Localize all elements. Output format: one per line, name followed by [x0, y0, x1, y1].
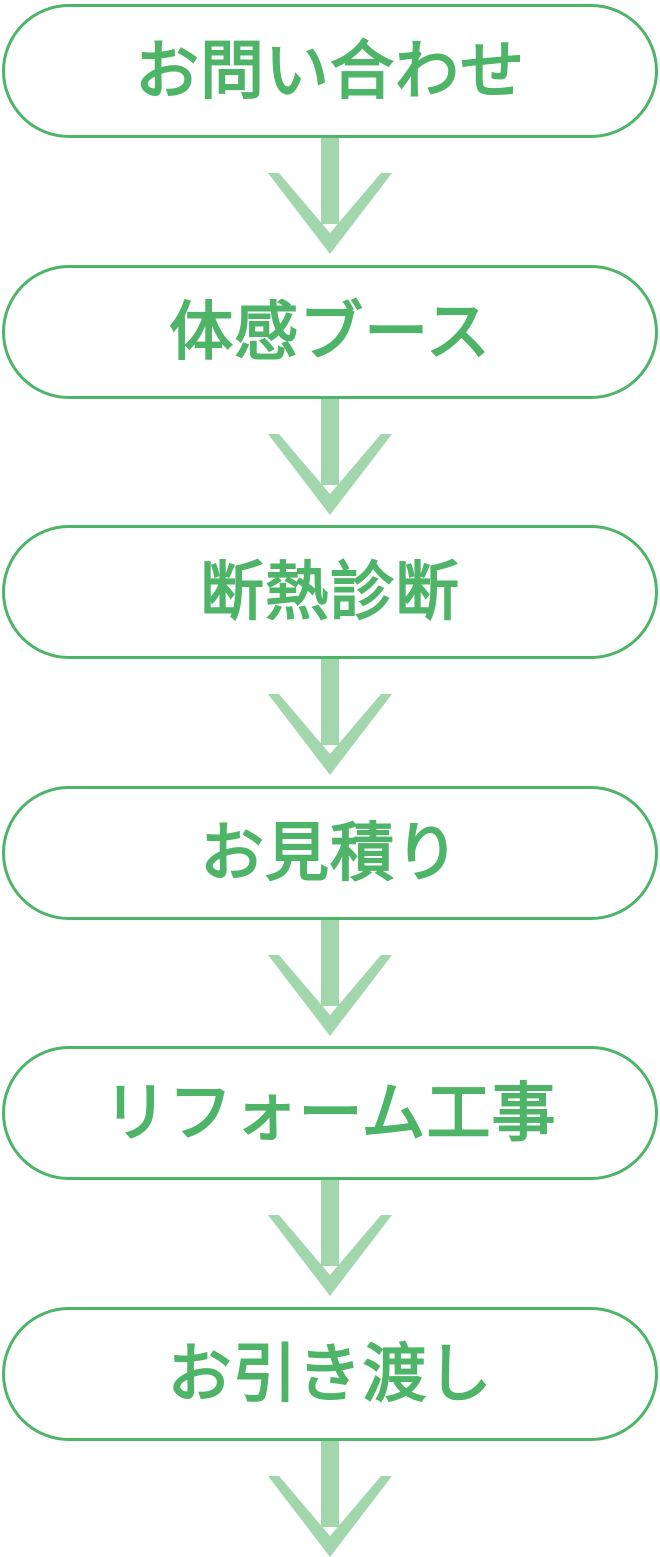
down-arrow-icon: [268, 659, 392, 775]
flow-step-inquiry: お問い合わせ: [0, 4, 660, 265]
down-arrow-icon: [268, 1180, 392, 1296]
flow-step-renovation-work: リフォーム工事: [0, 1046, 660, 1307]
step-label-experience-booth: 体感ブース: [169, 295, 491, 368]
flow-step-insulation-diagnosis: 断熱診断: [0, 525, 660, 786]
step-label-estimate: お見積り: [200, 816, 460, 889]
step-box-handover: お引き渡し: [2, 1306, 658, 1441]
flow-step-handover: お引き渡し: [0, 1306, 660, 1557]
step-label-insulation-diagnosis: 断熱診断: [200, 556, 460, 628]
flow-step-experience-booth: 体感ブース: [0, 264, 660, 526]
down-arrow-icon: [268, 919, 392, 1036]
flow-step-estimate: お見積り: [0, 785, 660, 1047]
step-label-renovation-work: リフォーム工事: [103, 1077, 557, 1149]
down-arrow-icon: [268, 1440, 392, 1557]
step-box-experience-booth: 体感ブース: [2, 264, 658, 399]
step-box-insulation-diagnosis: 断熱診断: [2, 525, 658, 659]
down-arrow-icon: [268, 138, 392, 254]
down-arrow-icon: [268, 398, 392, 515]
step-label-handover: お引き渡し: [167, 1337, 493, 1410]
step-label-inquiry: お問い合わせ: [135, 35, 525, 107]
step-box-inquiry: お問い合わせ: [2, 4, 658, 138]
step-box-estimate: お見積り: [2, 785, 658, 920]
step-box-renovation-work: リフォーム工事: [2, 1046, 658, 1180]
